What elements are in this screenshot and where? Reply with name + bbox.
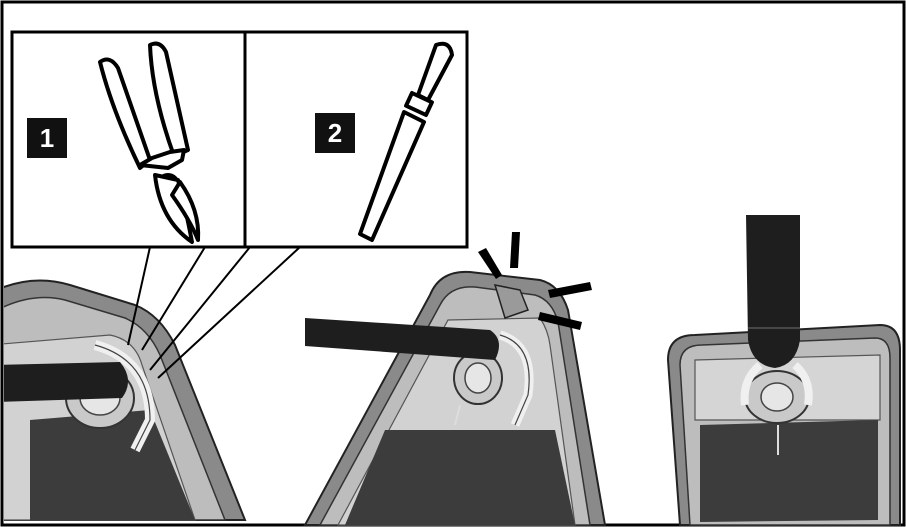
housing-middle <box>303 270 607 526</box>
step-2-number: 2 <box>328 118 342 148</box>
leader-line-step-1b <box>141 246 206 351</box>
file-icon <box>358 41 454 242</box>
step-2-label: 2 <box>315 113 355 153</box>
side-cutting-pliers-icon <box>98 41 201 244</box>
tools-inset: 1 2 <box>10 30 469 249</box>
leader-line-step-2 <box>149 246 251 371</box>
break-out-burst-marks <box>478 232 592 330</box>
housing-right <box>666 215 901 526</box>
step-1-number: 1 <box>40 123 54 153</box>
leader-line-step-2b <box>157 246 301 379</box>
step-1-label: 1 <box>27 118 67 158</box>
housing-left <box>4 279 247 521</box>
leader-line-step-1 <box>127 246 151 346</box>
